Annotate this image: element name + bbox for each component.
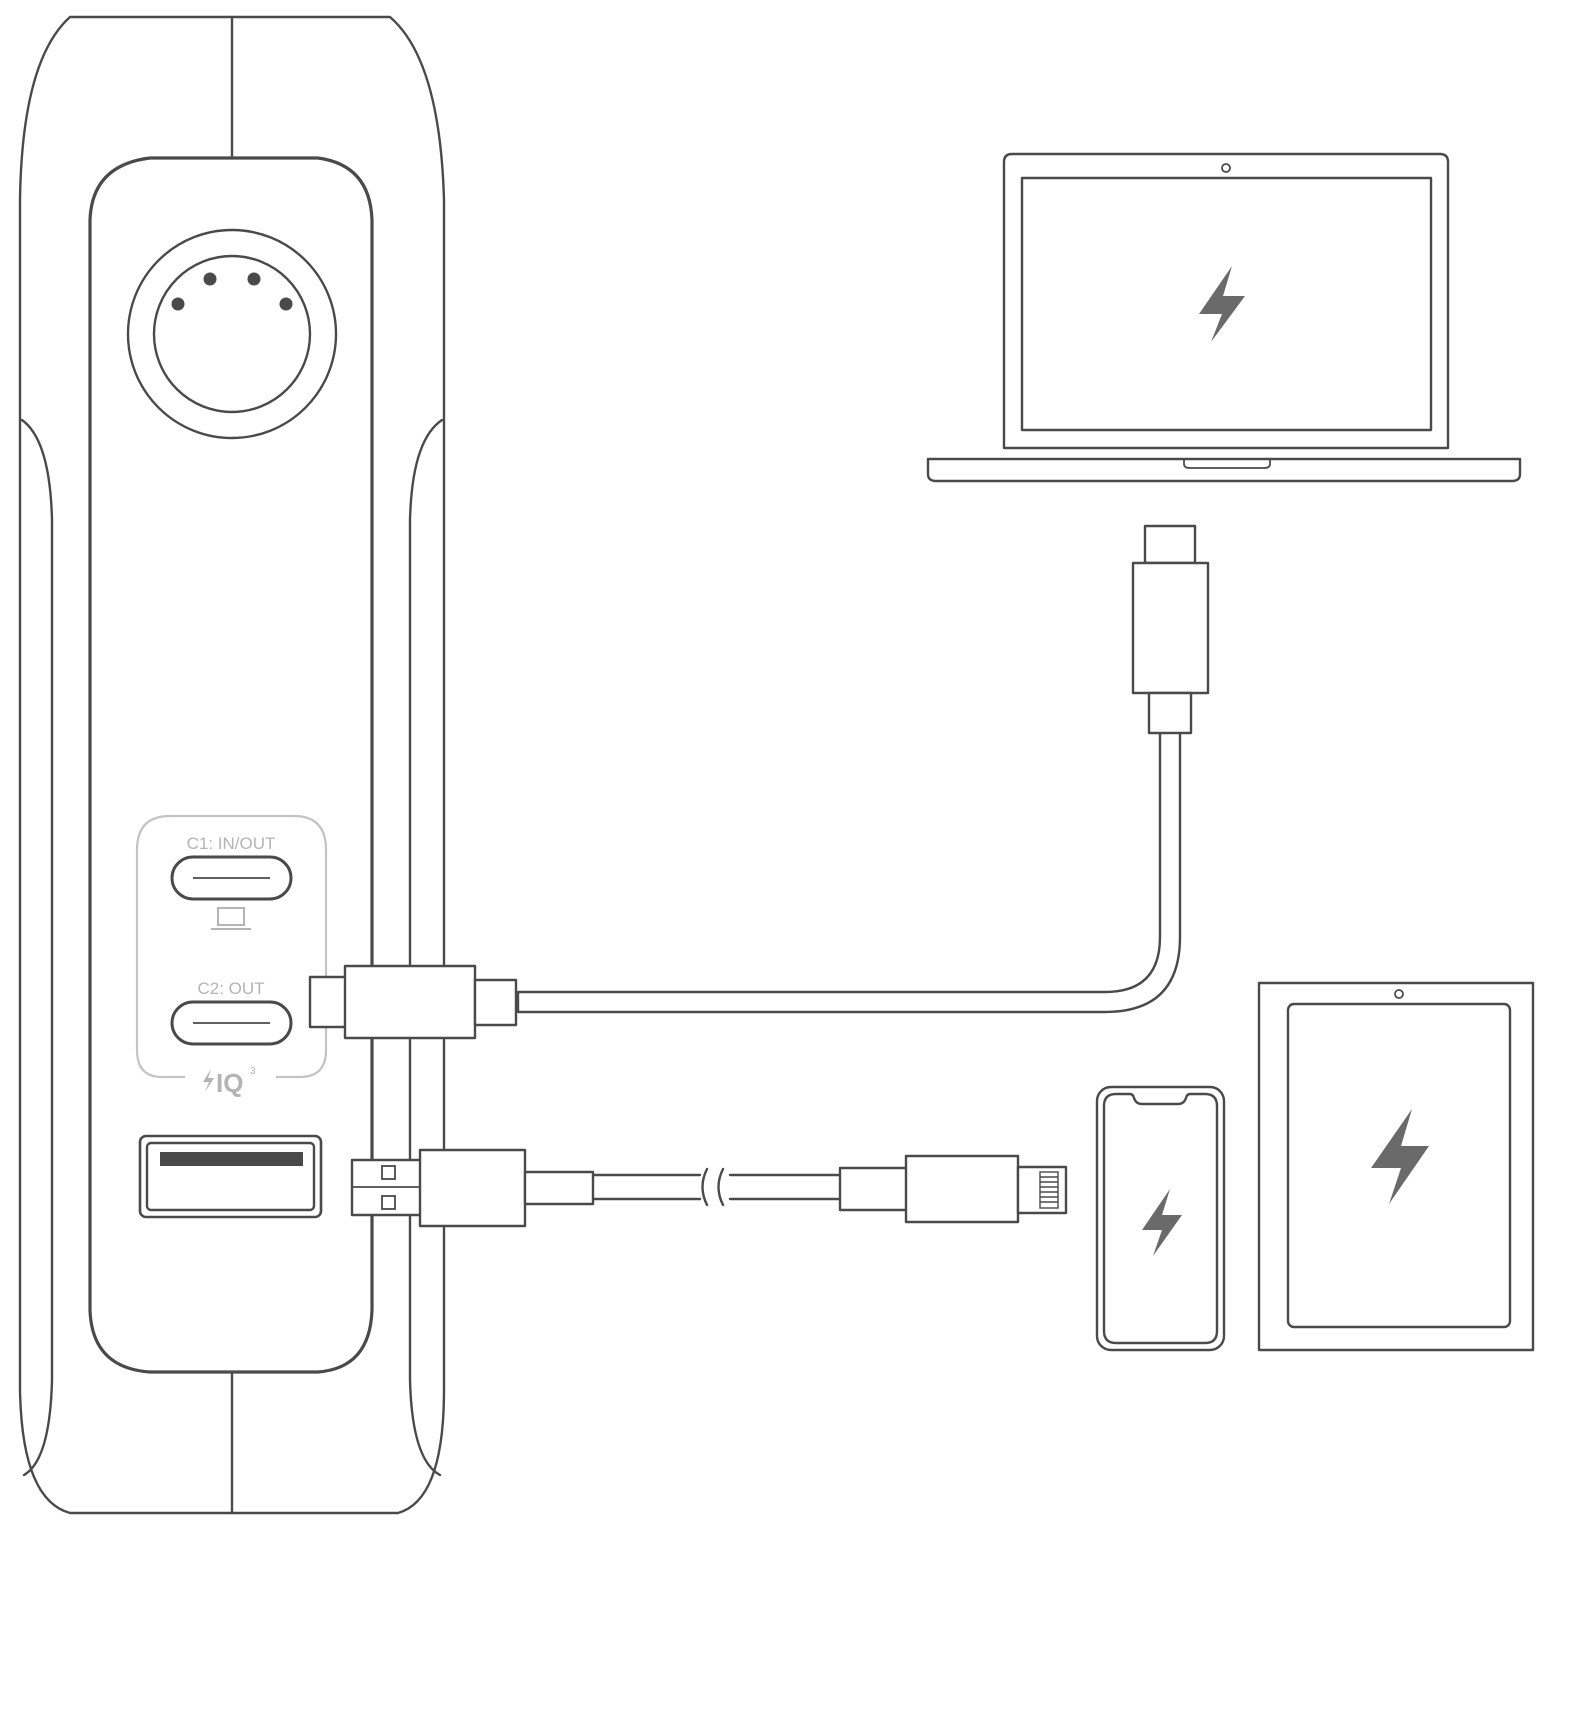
usb-c-connector-icon: [1131, 524, 1210, 735]
socket-pin-icon: [279, 297, 293, 311]
laptop-base: [926, 457, 1522, 483]
lightning-bolt-icon: [1142, 1189, 1182, 1256]
socket-pin-icon: [247, 272, 261, 286]
usb-a-plug-boot: [523, 1170, 595, 1206]
laptop-lid: [1002, 152, 1450, 450]
usb-a-port-tongue: [160, 1152, 303, 1166]
c1-port-label: C1: IN/OUT: [187, 834, 276, 853]
lightning-plug-housing: [904, 1154, 1020, 1224]
laptop-screen: [1020, 176, 1433, 432]
usb-a-connector-icon: [350, 1148, 595, 1228]
laptop-icon: [926, 152, 1522, 483]
power-bank-outer-shell: [18, 15, 446, 1515]
usb-c-port-group: C1: IN/OUT C2: OUT IQ 3: [135, 814, 328, 1098]
usb-a-port[interactable]: [138, 1134, 323, 1219]
lightning-connector-icon: [838, 1154, 1068, 1224]
front-panel: [88, 156, 374, 1374]
left-bumper: [20, 418, 54, 1477]
lightning-cable-wire-right: [728, 1173, 844, 1201]
logo-bolt-icon: [203, 1069, 214, 1092]
socket-pin-icon: [203, 272, 217, 286]
tablet-camera: [1394, 989, 1404, 999]
usb-c-plug-housing-laptop: [1131, 561, 1210, 695]
usb-c-port-2[interactable]: [170, 1000, 293, 1046]
ac-socket-outer-ring: [126, 228, 338, 440]
tablet-screen: [1286, 1002, 1512, 1329]
logo-superscript: 3: [250, 1066, 256, 1077]
laptop-camera: [1221, 163, 1231, 173]
ac-socket-face: [152, 254, 312, 414]
lightning-bolt-icon: [1371, 1109, 1429, 1204]
usb-a-port-inner: [145, 1141, 316, 1212]
usb-a-port-frame: [138, 1134, 323, 1219]
lightning-plug-boot: [838, 1166, 910, 1212]
power-bank: C1: IN/OUT C2: OUT IQ 3: [18, 15, 446, 1515]
usb-c-port-1[interactable]: [170, 855, 293, 901]
usb-c-plug-boot: [473, 978, 518, 1027]
phone-screen: [1102, 1092, 1219, 1345]
lightning-bolt-icon: [1199, 266, 1245, 342]
phone-icon: [1095, 1085, 1226, 1352]
usb-c-cable-wire: [516, 728, 1182, 1014]
usb-a-plug-housing: [418, 1148, 527, 1228]
usb-a-plug-hole: [381, 1165, 396, 1180]
iq3-logo: IQ 3: [203, 1066, 256, 1098]
lightning-cable-wire-left: [590, 1173, 702, 1201]
socket-pin-icon: [171, 297, 185, 311]
phone-body: [1095, 1085, 1226, 1352]
laptop-notch: [1183, 459, 1271, 469]
tablet-body: [1257, 981, 1535, 1352]
lightning-plug-tip: [1016, 1165, 1068, 1215]
usb-c-connector-icon: [308, 964, 518, 1040]
right-bumper: [408, 418, 444, 1477]
usb-c-cable: [308, 524, 1210, 1040]
usb-a-plug-hole: [381, 1195, 396, 1210]
usb-c-plug-tip-laptop: [1143, 524, 1197, 565]
lightning-plug-contacts: [1039, 1171, 1059, 1209]
lightning-cable: [350, 1148, 1068, 1228]
cable-break-mark: [701, 1167, 725, 1207]
laptop-small-icon: [211, 907, 251, 930]
tablet-icon: [1257, 981, 1535, 1352]
usb-c-plug-boot-laptop: [1147, 691, 1193, 735]
port-group-outline: [135, 814, 328, 1079]
usb-c-plug-housing: [343, 964, 477, 1040]
ac-socket: [126, 228, 338, 440]
c2-port-label: C2: OUT: [197, 979, 264, 998]
logo-text: IQ: [216, 1068, 243, 1098]
